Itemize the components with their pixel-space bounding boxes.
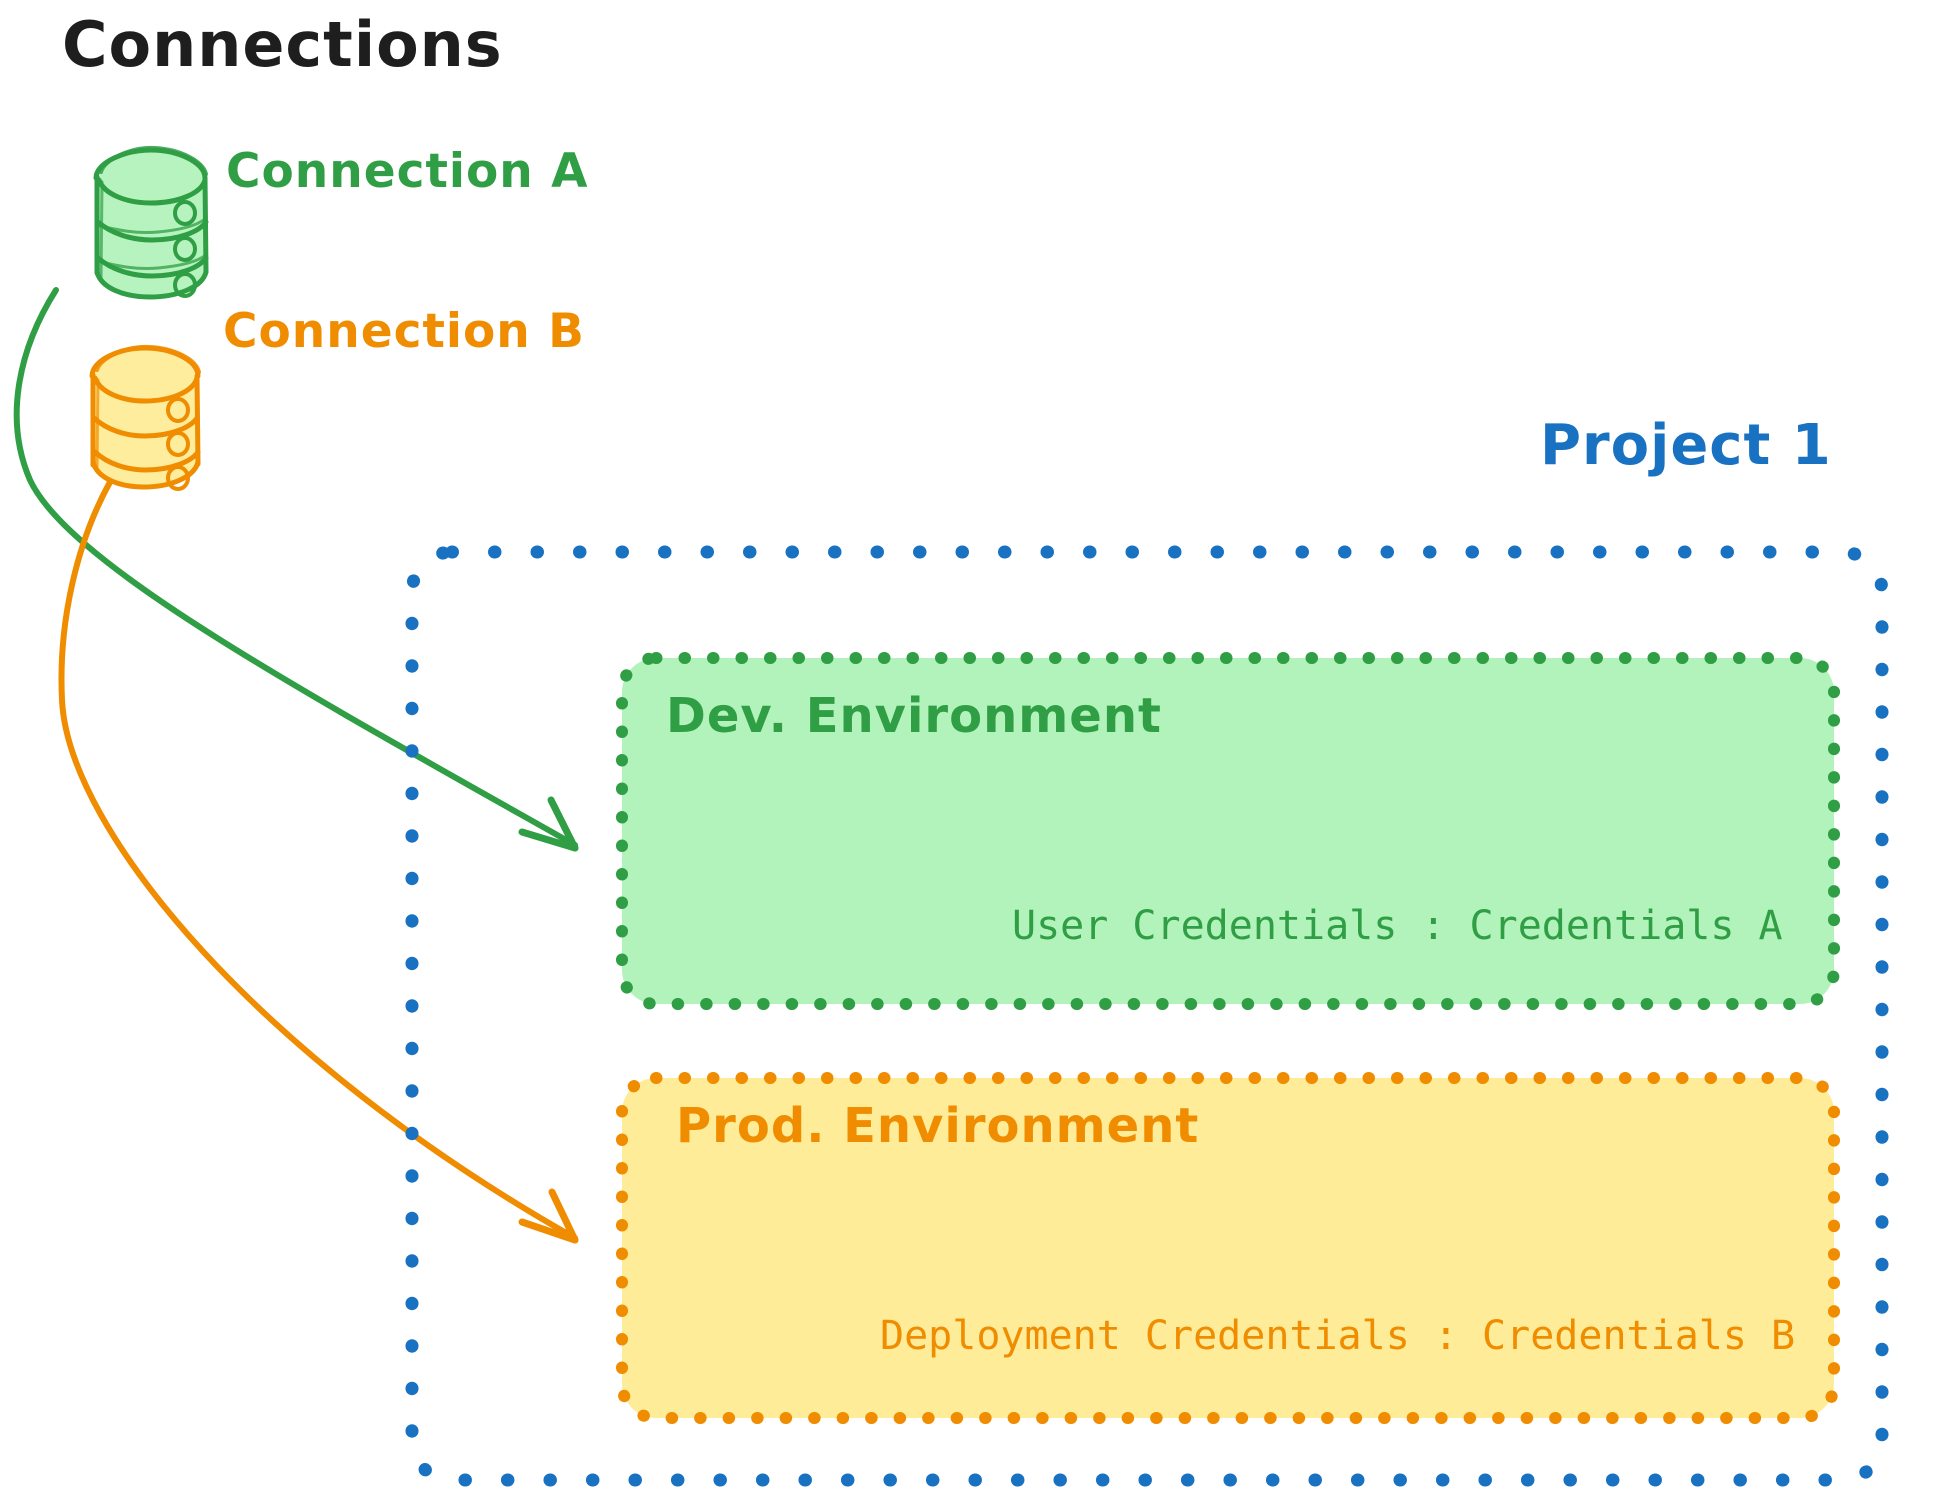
arrow-connection-a-to-dev [13, 287, 579, 852]
dev-environment-credentials: User Credentials : Credentials A [1012, 903, 1783, 949]
connection-a-database-icon[interactable] [93, 145, 209, 300]
project-1-container [405, 545, 1889, 1487]
dev-environment-title: Dev. Environment [666, 688, 1162, 744]
dev-environment-box[interactable] [616, 652, 1840, 1010]
prod-environment-credentials: Deployment Credentials : Credentials B [880, 1313, 1796, 1359]
arrow-connection-b-to-prod [58, 479, 579, 1244]
connection-b-database-icon[interactable] [89, 344, 201, 491]
project-title: Project 1 [1540, 413, 1832, 478]
connection-a-label[interactable]: Connection A [226, 144, 589, 199]
connection-b-label[interactable]: Connection B [223, 304, 585, 359]
page-title: Connections [62, 8, 503, 81]
prod-environment-box[interactable] [616, 1072, 1840, 1424]
prod-environment-title: Prod. Environment [676, 1098, 1200, 1154]
